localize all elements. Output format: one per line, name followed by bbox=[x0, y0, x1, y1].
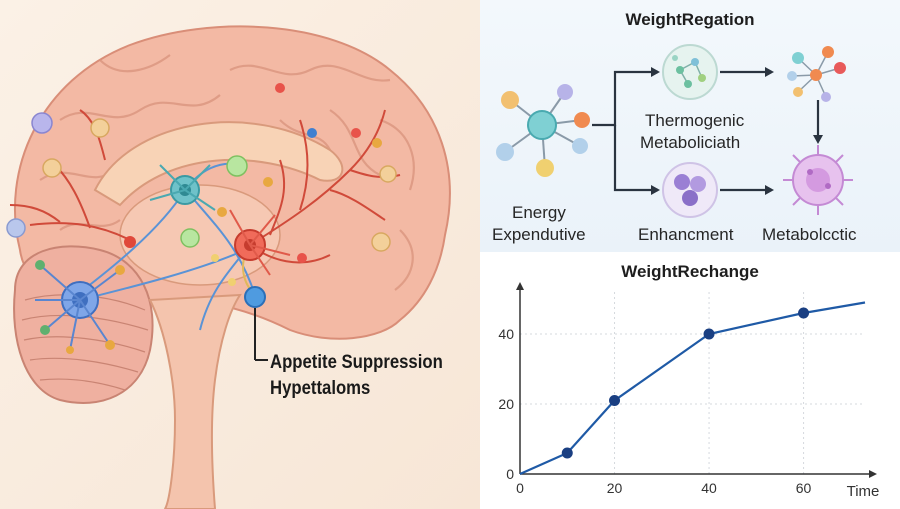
x-tick-label: 20 bbox=[607, 480, 623, 496]
label-pointer bbox=[254, 308, 268, 361]
y-tick-label: 20 bbox=[498, 396, 514, 412]
data-point bbox=[703, 328, 715, 340]
energy-molecule-icon bbox=[496, 84, 590, 177]
enhancement-node-icon bbox=[662, 162, 718, 218]
y-tick-label: 40 bbox=[498, 326, 514, 342]
data-point bbox=[561, 447, 573, 459]
metabolic-cell-icon bbox=[783, 145, 853, 215]
chart-title: WeightRechange bbox=[621, 262, 759, 281]
node-label-energy-line2: Expendutive bbox=[492, 225, 586, 244]
thermogenic-node-icon bbox=[662, 44, 718, 100]
receptor-dots bbox=[6, 83, 397, 354]
blood-vessels bbox=[9, 109, 401, 264]
diagram-graphics bbox=[496, 44, 853, 218]
flow-arrows bbox=[592, 70, 820, 192]
corpus-callosum bbox=[93, 121, 344, 207]
data-point bbox=[609, 395, 621, 406]
series-line bbox=[519, 301, 866, 476]
node-label-thermogenic-line2: Metaboliciath bbox=[640, 133, 741, 152]
weight-regulation-diagram: WeightRegation Energy Expendutive Thermo… bbox=[480, 0, 900, 258]
brain-illustration-panel: Appetite Suppression Hypettaloms bbox=[0, 0, 490, 509]
y-tick-label: 0 bbox=[506, 466, 514, 482]
brain-callout-label: Appetite Suppression Hypettaloms bbox=[270, 350, 443, 402]
node-label-metabolic: Metabolcctic bbox=[762, 225, 857, 244]
brain-label-line2: Hypettaloms bbox=[270, 378, 371, 399]
brain-illustration bbox=[6, 25, 451, 509]
x-tick-label: 40 bbox=[701, 480, 717, 496]
y-axis-arrow bbox=[516, 282, 524, 290]
node-label-enhancement: Enhancment bbox=[638, 225, 734, 244]
x-axis-arrow bbox=[869, 470, 877, 478]
diagram-title: WeightRegation bbox=[625, 10, 755, 29]
node-label-thermogenic-line1: Thermogenic bbox=[645, 111, 745, 130]
x-tick-label: 0 bbox=[516, 480, 524, 496]
x-axis-label: Time bbox=[847, 483, 880, 500]
teal-neuron bbox=[149, 164, 216, 211]
data-point bbox=[798, 307, 810, 319]
brain-stem bbox=[148, 293, 242, 509]
blue-neuron-cerebellum bbox=[35, 264, 121, 351]
metabolic-molecule-icon bbox=[787, 46, 846, 102]
x-tick-label: 60 bbox=[796, 480, 812, 496]
brain-label-line1: Appetite Suppression bbox=[270, 352, 443, 373]
red-neuron bbox=[229, 209, 291, 276]
arrow-heads bbox=[651, 67, 823, 195]
cerebellum bbox=[13, 245, 154, 404]
node-label-energy-line1: Energy bbox=[512, 203, 566, 222]
